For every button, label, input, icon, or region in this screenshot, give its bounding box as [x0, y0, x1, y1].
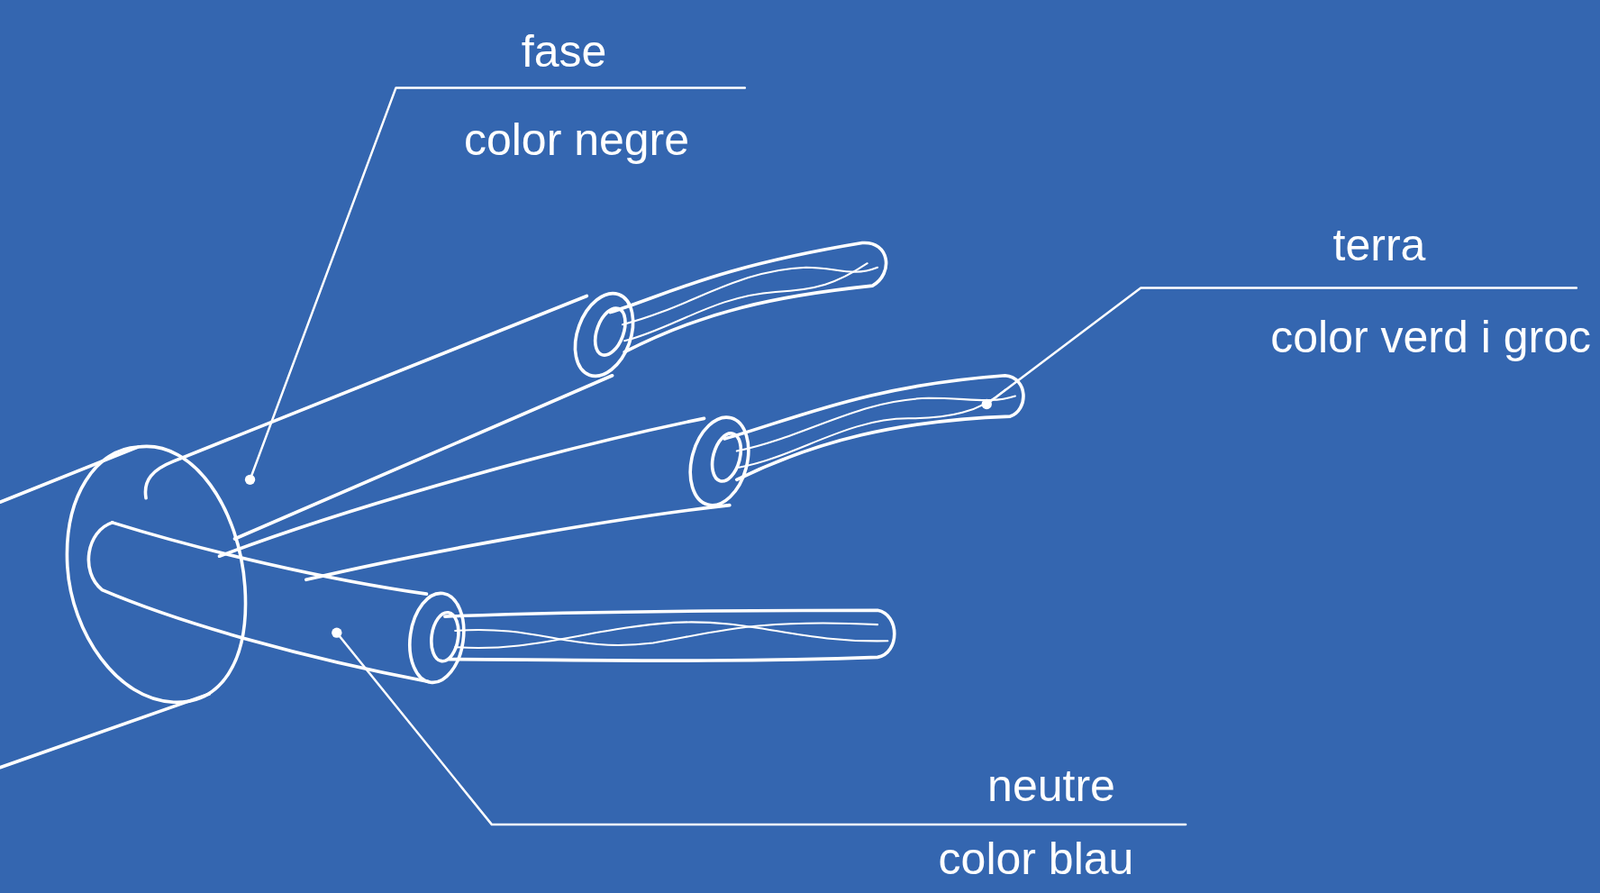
neutral-wire — [112, 522, 428, 594]
sheath-edge — [0, 693, 210, 768]
leader-dots — [245, 399, 992, 638]
sheath-edge — [0, 446, 138, 502]
neutral-insulation-end — [404, 589, 470, 686]
phase-wire — [145, 295, 587, 498]
phase-conductor — [609, 242, 886, 352]
color-note: color verd i groc — [1270, 314, 1591, 360]
phase-insulation-end — [564, 285, 645, 385]
leader-dot — [245, 474, 255, 485]
phase-wire — [235, 375, 613, 539]
earth-strand — [738, 390, 1006, 468]
earth-strand — [736, 395, 1016, 451]
leader-line — [336, 632, 1186, 825]
color-note: color blau — [938, 836, 1135, 882]
neutral-conductor — [445, 609, 895, 661]
neutral-wire — [88, 522, 428, 682]
leader-dot — [331, 627, 342, 638]
earth-wire — [219, 418, 705, 556]
cable-drawing — [0, 87, 1577, 825]
leader-line — [250, 87, 746, 480]
neutral-strand — [454, 621, 888, 648]
phase-strand — [624, 263, 868, 341]
earth-wire — [306, 505, 730, 581]
part-name: fase — [521, 28, 608, 74]
leader-dot — [981, 399, 992, 410]
earth-conductor — [724, 375, 1024, 481]
color-note: color negre — [463, 117, 690, 163]
sheath-end — [66, 445, 246, 702]
neutral-strand — [454, 622, 878, 645]
earth-insulation-end — [681, 410, 758, 512]
part-name: terra — [1333, 222, 1427, 268]
neutral-insulation-end — [428, 610, 463, 664]
part-name: neutre — [987, 763, 1116, 809]
